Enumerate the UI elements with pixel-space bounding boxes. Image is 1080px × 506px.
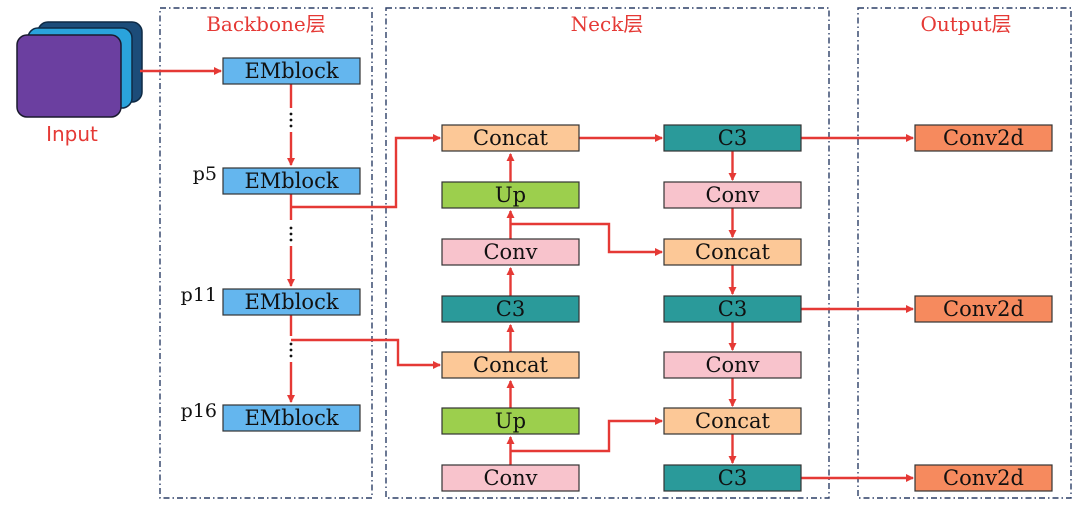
arrow-conv-branch-to-concat-col2-2 <box>510 417 663 453</box>
neck-col1-4-c3-label: C3 <box>496 297 525 321</box>
neck-col1-3-conv-box <box>441 238 580 266</box>
neck-col1-5-concat-label: Concat <box>473 353 549 377</box>
arrow-p11-to-concat-2 <box>291 338 441 369</box>
backbone-tag-p16: p16 <box>181 400 217 422</box>
backbone-emblock-2-box <box>222 167 361 195</box>
neck-col2-6-concat-label: Concat <box>695 409 771 433</box>
neck-col1-6-up-box <box>441 407 580 435</box>
output-section-frame <box>857 7 1072 499</box>
neck-col2-7-c3-box <box>663 464 802 492</box>
neck-col1-6-up-label: Up <box>495 409 526 433</box>
neck-col1-1-concat-box <box>441 124 580 152</box>
backbone-emblock-3-label: EMblock <box>244 290 338 314</box>
output-conv2d-1-label: Conv2d <box>943 126 1024 150</box>
output-conv2d-2-box <box>914 295 1053 323</box>
neck-col1-1-concat-label: Concat <box>473 126 549 150</box>
backbone-title: Backbone层 <box>206 12 326 36</box>
backbone-emblock-2-label: EMblock <box>244 169 338 193</box>
neck-col1-5-concat-box <box>441 351 580 379</box>
neck-section-frame <box>385 7 830 499</box>
neck-col2-3-concat-label: Concat <box>695 240 771 264</box>
neck-col1-4-c3-box <box>441 295 580 323</box>
arrows-layer <box>140 67 914 482</box>
ellipsis-dots-3 <box>289 342 293 358</box>
backbone-emblock-4-box <box>222 404 361 432</box>
neck-col2-4-c3-box <box>663 295 802 323</box>
neck-col2-2-conv-label: Conv <box>705 183 759 207</box>
ellipsis-dots-1 <box>289 112 293 128</box>
output-conv2d-1-box <box>914 124 1053 152</box>
arrow-p5-to-concat-1 <box>291 134 441 209</box>
backbone-emblock-1-label: EMblock <box>244 59 338 83</box>
output-conv2d-2-label: Conv2d <box>943 297 1024 321</box>
input-image-stack-icon <box>16 21 143 118</box>
backbone-tag-p11: p11 <box>181 284 217 306</box>
neck-col2-1-c3-box <box>663 124 802 152</box>
neck-col2-4-c3-label: C3 <box>718 297 747 321</box>
backbone-emblock-3-box <box>222 288 361 316</box>
neck-col1-2-up-box <box>441 181 580 209</box>
arrow-conv-branch-to-concat-col2-1 <box>510 222 663 256</box>
neck-title: Neck层 <box>571 12 644 36</box>
backbone-tag-p5: p5 <box>193 163 217 185</box>
neck-col1-2-up-label: Up <box>495 183 526 207</box>
neck-col2-2-conv-box <box>663 181 802 209</box>
neck-col1-7-conv-box <box>441 464 580 492</box>
neck-col2-5-conv-box <box>663 351 802 379</box>
neck-col2-6-concat-box <box>663 407 802 435</box>
blocks-layer: EMblockEMblockp5EMblockp11EMblockp16Conc… <box>181 57 1053 492</box>
neck-col2-1-c3-label: C3 <box>718 126 747 150</box>
backbone-emblock-4-label: EMblock <box>244 406 338 430</box>
input-label: Input <box>46 122 98 146</box>
neck-col1-3-conv-label: Conv <box>483 240 537 264</box>
neck-col2-3-concat-box <box>663 238 802 266</box>
neck-col2-7-c3-label: C3 <box>718 466 747 490</box>
neck-col2-5-conv-label: Conv <box>705 353 759 377</box>
ellipsis-dots-2 <box>289 226 293 242</box>
output-conv2d-3-label: Conv2d <box>943 466 1024 490</box>
output-title: Output层 <box>920 12 1011 36</box>
neck-col1-7-conv-label: Conv <box>483 466 537 490</box>
backbone-emblock-1-box <box>222 57 361 85</box>
output-conv2d-3-box <box>914 464 1053 492</box>
